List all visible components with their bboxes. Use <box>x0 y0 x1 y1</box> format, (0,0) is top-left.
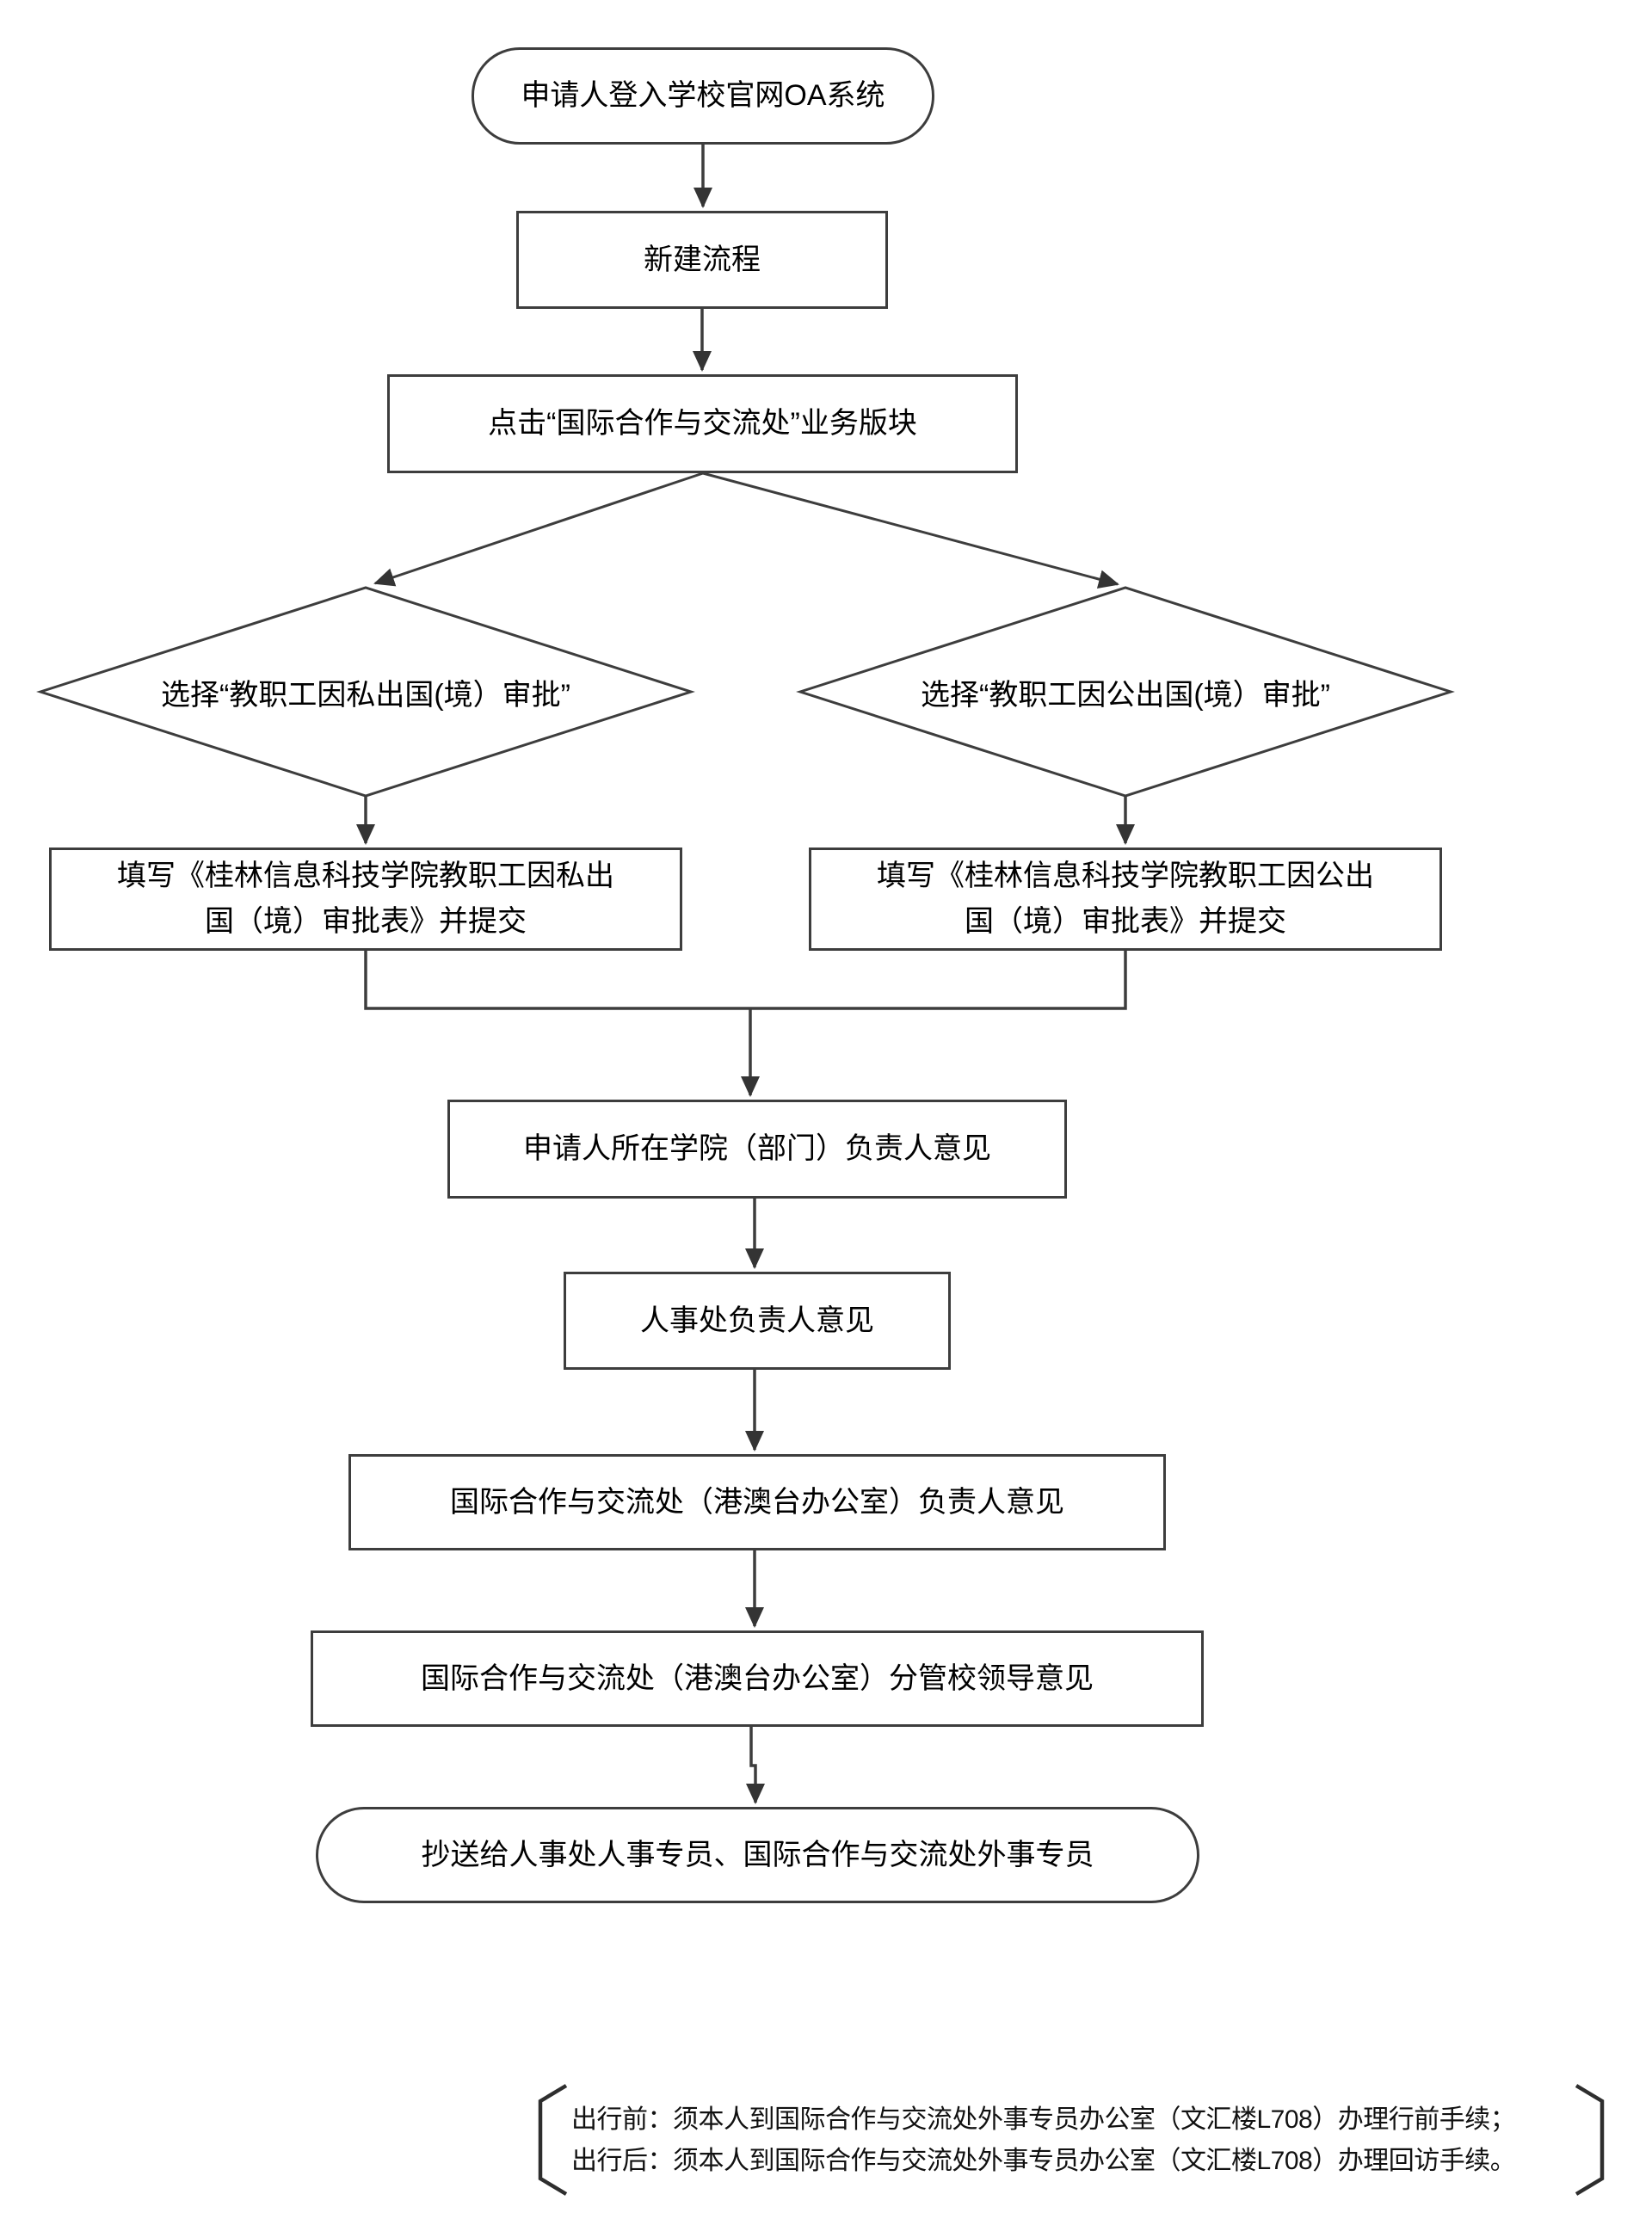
node-copy-to-specialists: 抄送给人事处人事专员、国际合作与交流处外事专员 <box>316 1807 1199 1903</box>
node-fill-private-form: 填写《桂林信息科技学院教职工因私出 国（境）审批表》并提交 <box>49 848 682 951</box>
node-school-leader-opinion: 国际合作与交流处（港澳台办公室）分管校领导意见 <box>311 1630 1204 1727</box>
note-bracket-left <box>538 2084 568 2196</box>
node-fill-public-form: 填写《桂林信息科技学院教职工因公出 国（境）审批表》并提交 <box>809 848 1442 951</box>
decision-diamond-public-shape <box>796 586 1455 798</box>
node-click-intl-module: 点击“国际合作与交流处”业务版块 <box>387 374 1018 473</box>
merge-connector <box>364 951 1127 1010</box>
node-dept-head-opinion: 申请人所在学院（部门）负责人意见 <box>447 1100 1067 1199</box>
arrow-split-to-public-diamond <box>702 472 1119 589</box>
arrow-leader-to-copy <box>746 1727 765 1804</box>
node-new-process: 新建流程 <box>516 211 888 309</box>
footnote-line-before-trip: 出行前：须本人到国际合作与交流处外事专员办公室（文汇楼L708）办理行前手续； <box>571 2105 1516 2134</box>
node-hr-head-opinion: 人事处负责人意见 <box>564 1272 951 1370</box>
node-intl-office-head-opinion: 国际合作与交流处（港澳台办公室）负责人意见 <box>348 1454 1166 1550</box>
arrow-split-to-private-diamond <box>373 472 704 587</box>
decision-diamond-private-shape <box>36 586 695 798</box>
note-bracket-right <box>1575 2084 1605 2196</box>
footnote: 出行前：须本人到国际合作与交流处外事专员办公室（文汇楼L708）办理行前手续； … <box>571 2099 1582 2182</box>
node-start-login-oa: 申请人登入学校官网OA系统 <box>472 47 934 145</box>
footnote-line-after-trip: 出行后：须本人到国际合作与交流处外事专员办公室（文汇楼L708）办理回访手续。 <box>571 2147 1516 2175</box>
